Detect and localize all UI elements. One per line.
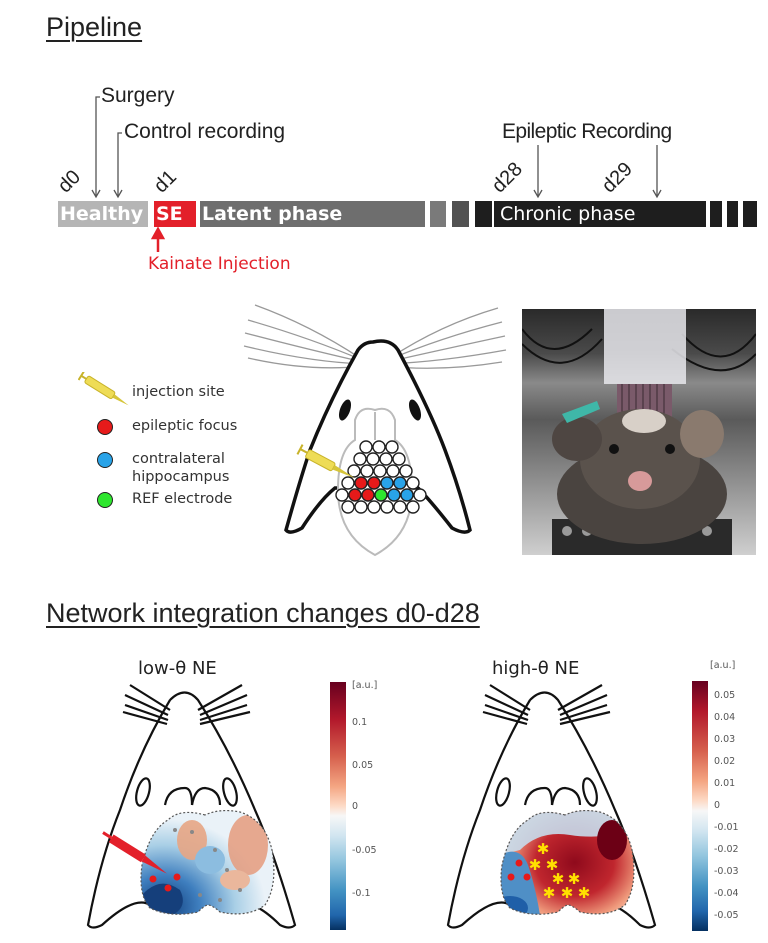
kainate-injection-label: Kainate Injection <box>148 254 291 274</box>
legend-epileptic-focus: epileptic focus <box>132 418 238 434</box>
network-title: Network integration changes d0-d28 <box>46 598 480 628</box>
legend-hippocampus: hippocampus <box>132 469 230 485</box>
timeline-gap-block <box>475 201 492 227</box>
high-theta-brain-map: ✱✱✱ ✱✱ ✱✱✱ <box>446 684 657 929</box>
mouse-photo-illustration <box>522 309 756 555</box>
low-theta-panel-title: low-θ NE <box>138 658 217 679</box>
high-theta-tick: -0.04 <box>714 888 739 899</box>
high-theta-tick: -0.01 <box>714 822 739 833</box>
low-theta-tick: 0 <box>352 801 359 812</box>
mouse-head-schematic <box>243 304 507 557</box>
low-theta-brain-map <box>86 684 297 929</box>
high-theta-colorbar <box>692 681 708 931</box>
phase-chronic: Chronic phase <box>494 201 706 227</box>
timeline-arrows <box>91 96 662 252</box>
syringe-icon <box>78 372 129 406</box>
high-theta-tick: 0.05 <box>714 690 736 701</box>
svg-text:✱: ✱ <box>552 870 565 888</box>
low-theta-tick: -0.1 <box>352 888 371 899</box>
svg-text:✱: ✱ <box>537 840 550 858</box>
phase-healthy: Healthy <box>58 201 148 227</box>
high-theta-tick: -0.03 <box>714 866 739 877</box>
high-theta-tick: 0.01 <box>714 778 736 789</box>
high-theta-colorbar-unit: [a.u.] <box>710 660 736 671</box>
legend-ref-electrode: REF electrode <box>132 491 233 507</box>
low-theta-colorbar <box>330 682 346 930</box>
low-theta-tick: 0.05 <box>352 760 374 771</box>
timeline-end-block <box>743 201 757 227</box>
phase-latent-label: Latent phase <box>202 203 343 225</box>
high-theta-tick: -0.05 <box>714 910 739 921</box>
pipeline-title: Pipeline <box>46 12 143 42</box>
svg-text:✱: ✱ <box>578 884 591 902</box>
high-theta-tick: -0.02 <box>714 844 739 855</box>
low-theta-colorbar-unit: [a.u.] <box>352 680 378 691</box>
svg-text:✱: ✱ <box>546 856 559 874</box>
low-theta-tick: 0.1 <box>352 717 368 728</box>
high-theta-tick: 0.02 <box>714 756 736 767</box>
control-recording-label: Control recording <box>124 120 286 143</box>
legend-injection-site: injection site <box>132 384 225 400</box>
svg-text:✱: ✱ <box>543 884 556 902</box>
blue-dot-icon <box>97 452 113 468</box>
green-dot-icon <box>97 492 113 508</box>
significance-star-icons: ✱✱✱ ✱✱ ✱✱✱ <box>529 840 591 902</box>
syringe-icon <box>296 444 355 479</box>
timeline-gap-block <box>452 201 469 227</box>
phase-healthy-label: Healthy <box>60 203 144 225</box>
svg-text:✱: ✱ <box>568 870 581 888</box>
mouse-photo <box>522 309 756 555</box>
timeline-end-block <box>710 201 722 227</box>
svg-text:✱: ✱ <box>529 856 542 874</box>
legend-contralateral: contralateral <box>132 451 225 467</box>
phase-se: SE <box>154 201 196 227</box>
timeline-gap-block <box>430 201 446 227</box>
phase-chronic-label: Chronic phase <box>500 203 636 225</box>
red-dot-icon <box>97 419 113 435</box>
high-theta-tick: 0 <box>714 800 721 811</box>
low-theta-tick: -0.05 <box>352 845 377 856</box>
phase-latent: Latent phase <box>200 201 425 227</box>
svg-text:✱: ✱ <box>561 884 574 902</box>
high-theta-tick: 0.03 <box>714 734 736 745</box>
high-theta-tick: 0.04 <box>714 712 736 723</box>
surgery-label: Surgery <box>101 84 175 107</box>
timeline-end-block <box>727 201 738 227</box>
high-theta-panel-title: high-θ NE <box>492 658 580 679</box>
epileptic-recording-label: Epileptic Recording <box>502 120 672 143</box>
phase-se-label: SE <box>156 203 183 225</box>
